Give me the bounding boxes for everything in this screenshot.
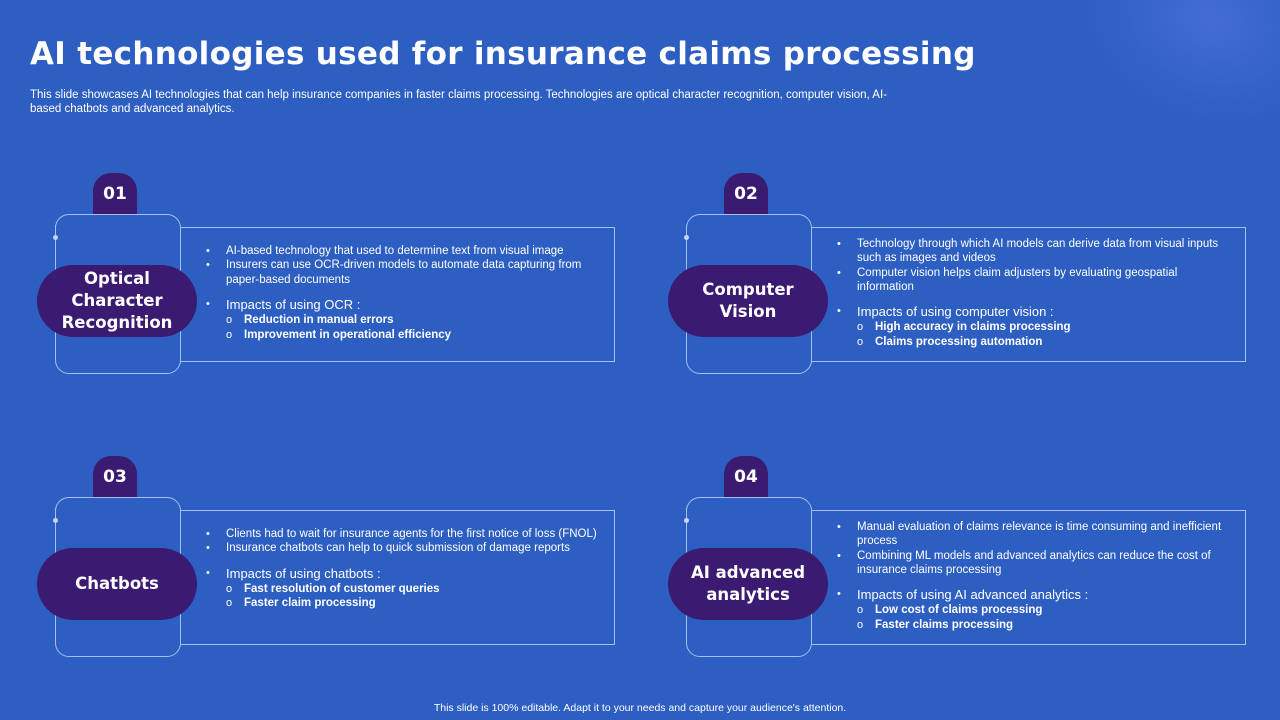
- impact-item: Claims processing automation: [837, 335, 1231, 350]
- bullet-item: Manual evaluation of claims relevance is…: [837, 520, 1231, 549]
- bullet-item: AI-based technology that used to determi…: [206, 244, 600, 259]
- corner-decoration: [1053, 0, 1280, 159]
- bullet-item: Technology through which AI models can d…: [837, 237, 1231, 266]
- connector-dot: [53, 235, 58, 240]
- card-ocr: 01 Optical Character Recognition AI-base…: [37, 173, 637, 383]
- impacts-heading: Impacts of using computer vision :: [837, 304, 1231, 319]
- footer-note: This slide is 100% editable. Adapt it to…: [433, 702, 847, 714]
- connector-dot: [684, 518, 689, 523]
- bullet-item: Clients had to wait for insurance agents…: [206, 527, 600, 542]
- card-ai-analytics: 04 AI advanced analytics Manual evaluati…: [668, 456, 1268, 666]
- card-content: Technology through which AI models can d…: [811, 227, 1246, 362]
- impact-item: Low cost of claims processing: [837, 603, 1231, 618]
- card-title-pill: Optical Character Recognition: [37, 265, 197, 337]
- impacts-heading: Impacts of using chatbots :: [206, 566, 600, 581]
- connector-line: [55, 225, 56, 237]
- card-chatbots: 03 Chatbots Clients had to wait for insu…: [37, 456, 637, 666]
- bullet-item: Computer vision helps claim adjusters by…: [837, 266, 1231, 295]
- card-number-badge: 04: [724, 456, 768, 498]
- impact-item: Improvement in operational efficiency: [206, 328, 600, 343]
- connector-line: [686, 225, 687, 237]
- bullet-list: Clients had to wait for insurance agents…: [206, 527, 600, 556]
- impact-item: Faster claims processing: [837, 618, 1231, 633]
- impacts-list: High accuracy in claims processing Claim…: [837, 320, 1231, 350]
- card-number-badge: 02: [724, 173, 768, 215]
- card-computer-vision: 02 Computer Vision Technology through wh…: [668, 173, 1268, 383]
- impact-item: Fast resolution of customer queries: [206, 582, 600, 597]
- bullet-item: Combining ML models and advanced analyti…: [837, 549, 1231, 578]
- bullet-list: AI-based technology that used to determi…: [206, 244, 600, 287]
- impact-item: Reduction in manual errors: [206, 313, 600, 328]
- impacts-list: Reduction in manual errors Improvement i…: [206, 313, 600, 343]
- connector-line: [686, 508, 687, 520]
- impact-item: High accuracy in claims processing: [837, 320, 1231, 335]
- bullet-list: Technology through which AI models can d…: [837, 237, 1231, 294]
- impacts-list: Low cost of claims processing Faster cla…: [837, 603, 1231, 633]
- page-subtitle: This slide showcases AI technologies tha…: [30, 89, 887, 115]
- bullet-list: Manual evaluation of claims relevance is…: [837, 520, 1231, 577]
- impact-item: Faster claim processing: [206, 596, 600, 611]
- impacts-list: Fast resolution of customer queries Fast…: [206, 582, 600, 612]
- bullet-item: Insurance chatbots can help to quick sub…: [206, 541, 600, 556]
- connector-dot: [53, 518, 58, 523]
- card-content: AI-based technology that used to determi…: [180, 227, 615, 362]
- connector-line: [55, 508, 56, 520]
- card-title-pill: Chatbots: [37, 548, 197, 620]
- card-content: Clients had to wait for insurance agents…: [180, 510, 615, 645]
- card-content: Manual evaluation of claims relevance is…: [811, 510, 1246, 645]
- impacts-heading: Impacts of using OCR :: [206, 297, 600, 312]
- card-title-pill: AI advanced analytics: [668, 548, 828, 620]
- card-number-badge: 01: [93, 173, 137, 215]
- bullet-item: Insurers can use OCR-driven models to au…: [206, 258, 600, 287]
- page-title: AI technologies used for insurance claim…: [30, 36, 976, 72]
- connector-dot: [684, 235, 689, 240]
- card-title-pill: Computer Vision: [668, 265, 828, 337]
- card-number-badge: 03: [93, 456, 137, 498]
- impacts-heading: Impacts of using AI advanced analytics :: [837, 587, 1231, 602]
